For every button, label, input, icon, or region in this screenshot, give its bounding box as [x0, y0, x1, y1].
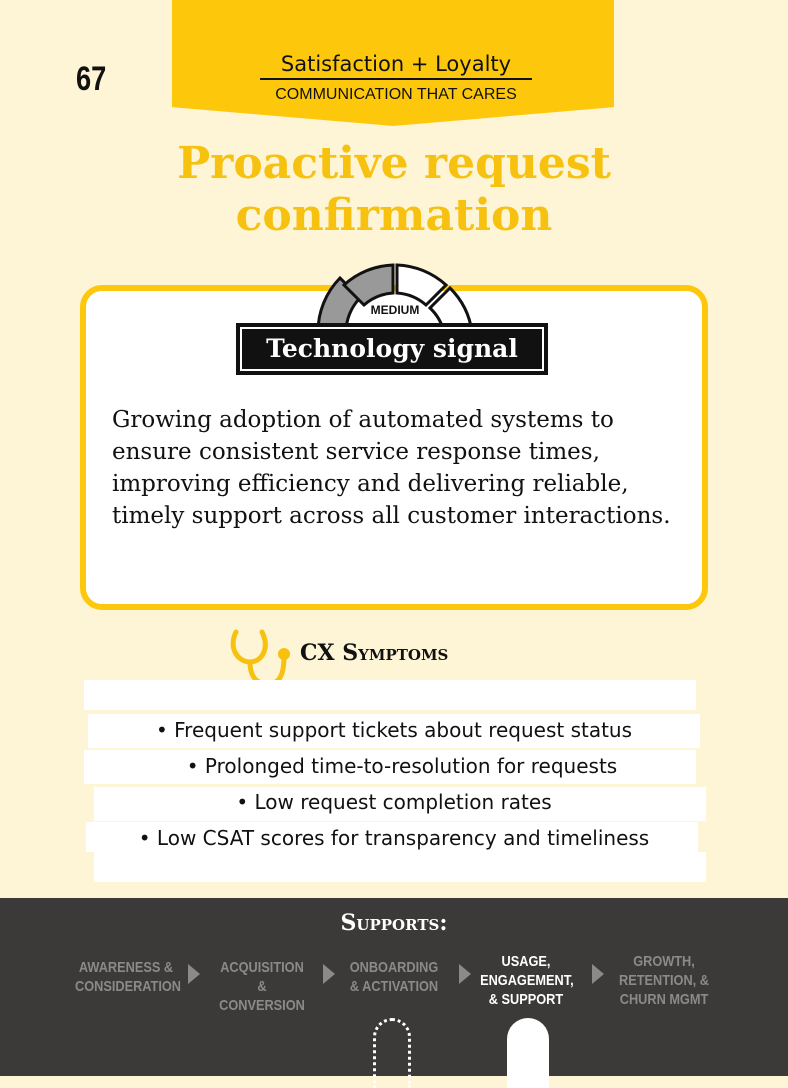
signal-type-label: Technology signal [236, 323, 548, 375]
strip [94, 852, 706, 882]
signal-description: Growing adoption of automated systems to… [112, 407, 671, 529]
symptom-item: • Low request completion rates [236, 790, 552, 814]
stage-growth: GROWTH, RETENTION, & CHURN MGMT [619, 953, 709, 1008]
category-label: Satisfaction + Loyalty [260, 52, 532, 80]
strip [94, 787, 706, 821]
stage-awareness: AWARENESS & CONSIDERATION [75, 959, 182, 995]
strip [88, 714, 700, 748]
stage-acquisition: ACQUISITION & CONVERSION [219, 959, 305, 1014]
symptom-item: • Low CSAT scores for transparency and t… [138, 826, 650, 850]
symptoms-heading: CX Symptoms [300, 640, 449, 666]
supports-footer: Supports: AWARENESS & CONSIDERATION ACQU… [0, 898, 788, 1088]
arrow-icon [188, 964, 200, 984]
gauge-level: MEDIUM [371, 303, 420, 317]
strip [86, 822, 698, 852]
arrow-icon [459, 964, 471, 984]
symptom-item: • Frequent support tickets about request… [155, 718, 633, 742]
arrow-icon [592, 964, 604, 984]
arrow-icon [323, 964, 335, 984]
stethoscope-icon [230, 629, 290, 687]
strip [84, 750, 696, 784]
active-marker [507, 1018, 549, 1088]
stage-usage: USAGE, ENGAGEMENT, & SUPPORT [480, 953, 574, 1008]
strip [84, 680, 696, 710]
supports-heading: Supports: [340, 910, 448, 936]
stage-onboarding: ONBOARDING & ACTIVATION [349, 959, 439, 995]
symptom-item: • Prolonged time-to-resolution for reque… [186, 754, 618, 778]
partial-marker [373, 1018, 411, 1088]
signal-gauge-icon: MEDIUM [316, 263, 474, 332]
category-tab [172, 0, 614, 126]
subcategory-label: COMMUNICATION THAT CARES [275, 86, 517, 103]
card-number: 67 [76, 60, 107, 98]
